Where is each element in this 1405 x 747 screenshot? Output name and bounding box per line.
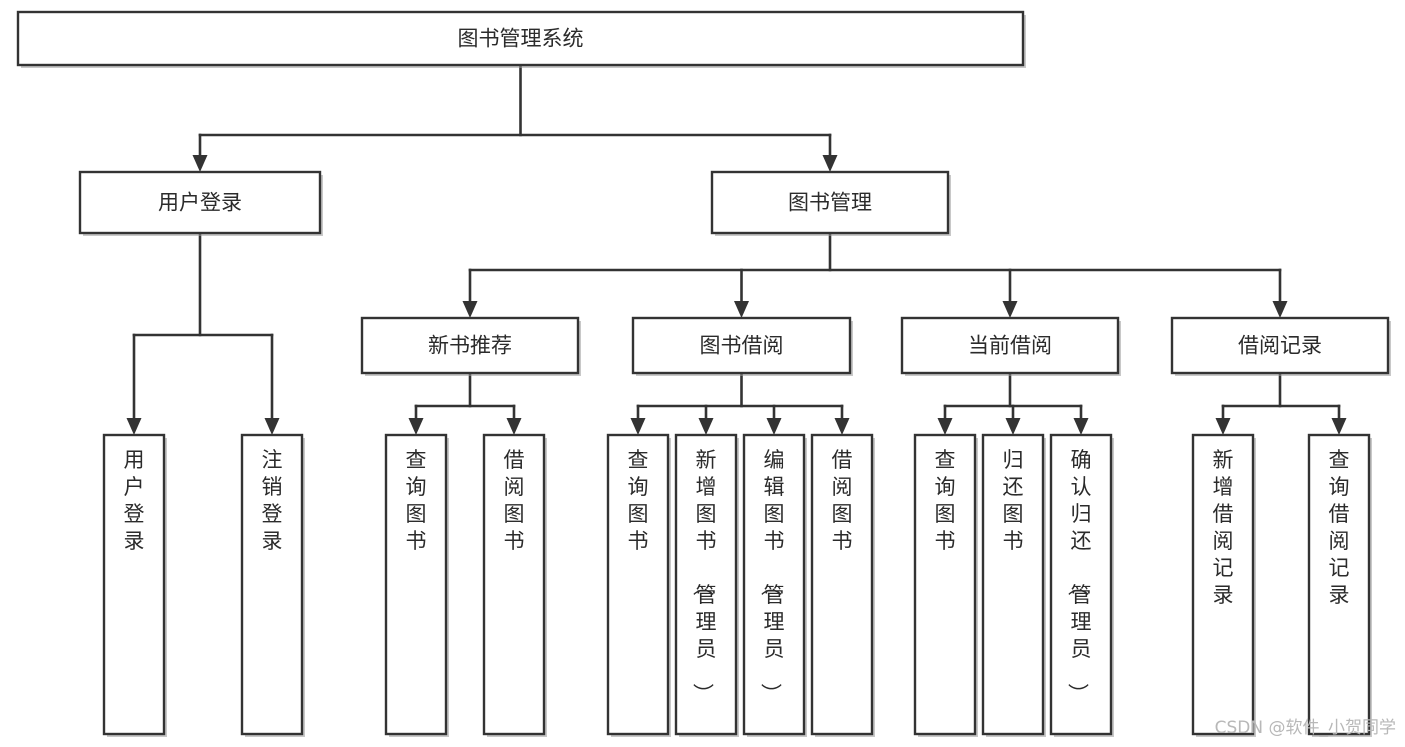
node-label-l_bo_add: 新增图书（管理员）	[691, 448, 717, 704]
node-l_bo_borrow[interactable]: 借阅图书	[810, 433, 875, 737]
node-label-l_cu_confirm: 确认归还（管理员）	[1066, 448, 1092, 704]
arrow-head-borrow	[734, 301, 749, 318]
node-l_bo_query[interactable]: 查询图书	[606, 433, 671, 737]
arrow-head-l_bo_borrow	[834, 418, 850, 435]
node-records[interactable]: 借阅记录	[1170, 316, 1391, 376]
edge-group-borrow	[630, 371, 850, 435]
edge-group-root	[192, 63, 838, 172]
node-l_nb_query[interactable]: 查询图书	[384, 433, 449, 737]
node-label-l_nb_borrow: 借阅图书	[504, 448, 525, 553]
node-l_cu_return[interactable]: 归还图书	[981, 433, 1046, 737]
node-label-l_re_add: 新增借阅记录	[1213, 448, 1234, 607]
arrow-head-current	[1002, 301, 1018, 318]
arrow-head-bookmgmt	[822, 155, 838, 172]
node-l_userlogin[interactable]: 用户登录	[102, 433, 167, 737]
node-newbook[interactable]: 新书推荐	[360, 316, 581, 376]
edge-group-newbook	[408, 371, 522, 435]
node-label-root: 图书管理系统	[458, 27, 584, 51]
arrow-head-l_nb_borrow	[506, 418, 522, 435]
node-login[interactable]: 用户登录	[78, 170, 323, 236]
node-box-l_re_query[interactable]	[1307, 433, 1371, 736]
node-label-l_bo_edit: 编辑图书（管理员）	[759, 448, 785, 704]
node-label-l_logout: 注销登录	[262, 448, 283, 553]
node-label-borrow: 图书借阅	[700, 334, 784, 358]
node-box-l_cu_return[interactable]	[981, 433, 1045, 736]
node-borrow[interactable]: 图书借阅	[631, 316, 853, 376]
watermark-label: CSDN @软件_小贺同学	[1215, 718, 1396, 738]
node-box-records[interactable]	[1170, 316, 1390, 375]
arrow-head-l_bo_query	[630, 418, 646, 435]
node-label-l_bo_borrow: 借阅图书	[832, 448, 853, 553]
node-layer: 图书管理系统用户登录图书管理新书推荐图书借阅当前借阅借阅记录用户登录注销登录查询…	[16, 10, 1391, 737]
node-l_cu_query[interactable]: 查询图书	[913, 433, 978, 737]
node-label-l_userlogin: 用户登录	[124, 448, 145, 553]
node-box-l_re_add[interactable]	[1191, 433, 1255, 736]
node-box-l_userlogin[interactable]	[102, 433, 166, 736]
node-box-l_cu_query[interactable]	[913, 433, 977, 736]
node-label-l_re_query: 查询借阅记录	[1329, 448, 1350, 607]
node-box-l_bo_add[interactable]	[674, 433, 738, 736]
node-box-newbook[interactable]	[360, 316, 580, 375]
node-box-login[interactable]	[78, 170, 322, 235]
edge-group-login	[126, 231, 280, 435]
node-l_re_query[interactable]: 查询借阅记录	[1307, 433, 1372, 737]
connector-layer	[126, 63, 1347, 435]
node-bookmgmt[interactable]: 图书管理	[710, 170, 951, 236]
node-box-bookmgmt[interactable]	[710, 170, 950, 235]
arrow-head-newbook	[462, 301, 478, 318]
node-box-l_bo_edit[interactable]	[742, 433, 806, 736]
node-box-l_nb_borrow[interactable]	[482, 433, 546, 736]
arrow-head-records	[1272, 301, 1288, 318]
arrow-head-login	[192, 155, 208, 172]
node-box-l_logout[interactable]	[240, 433, 304, 736]
node-l_bo_edit[interactable]: 编辑图书（管理员）	[742, 433, 807, 737]
node-label-newbook: 新书推荐	[428, 334, 512, 358]
node-current[interactable]: 当前借阅	[900, 316, 1121, 376]
node-box-borrow[interactable]	[631, 316, 852, 375]
edge-group-records	[1215, 371, 1347, 435]
node-root[interactable]: 图书管理系统	[16, 10, 1026, 68]
node-label-records: 借阅记录	[1238, 334, 1322, 358]
arrow-head-l_cu_query	[937, 418, 953, 435]
node-box-current[interactable]	[900, 316, 1120, 375]
arrow-head-l_nb_query	[408, 418, 424, 435]
arrow-head-l_bo_add	[698, 418, 714, 435]
node-label-login: 用户登录	[158, 191, 242, 215]
node-l_logout[interactable]: 注销登录	[240, 433, 305, 737]
node-box-l_bo_query[interactable]	[606, 433, 670, 736]
node-label-l_bo_query: 查询图书	[628, 448, 649, 553]
node-l_bo_add[interactable]: 新增图书（管理员）	[674, 433, 739, 737]
arrow-head-l_re_add	[1215, 418, 1231, 435]
node-l_nb_borrow[interactable]: 借阅图书	[482, 433, 547, 737]
node-label-bookmgmt: 图书管理	[788, 191, 872, 215]
arrow-head-l_logout	[264, 418, 280, 435]
arrow-head-l_cu_return	[1005, 418, 1021, 435]
node-l_cu_confirm[interactable]: 确认归还（管理员）	[1049, 433, 1114, 737]
node-box-l_nb_query[interactable]	[384, 433, 448, 736]
node-box-l_bo_borrow[interactable]	[810, 433, 874, 736]
node-label-current: 当前借阅	[968, 334, 1052, 358]
edge-group-bookmgmt	[462, 231, 1288, 318]
node-label-l_cu_return: 归还图书	[1003, 448, 1024, 553]
node-label-l_nb_query: 查询图书	[406, 448, 427, 553]
arrow-head-l_bo_edit	[766, 418, 782, 435]
node-box-l_cu_confirm[interactable]	[1049, 433, 1113, 736]
edge-group-current	[937, 371, 1089, 435]
node-box-root[interactable]	[16, 10, 1025, 67]
arrow-head-l_userlogin	[126, 418, 142, 435]
node-label-l_cu_query: 查询图书	[935, 448, 956, 553]
node-l_re_add[interactable]: 新增借阅记录	[1191, 433, 1256, 737]
arrow-head-l_cu_confirm	[1073, 418, 1089, 435]
arrow-head-l_re_query	[1331, 418, 1347, 435]
